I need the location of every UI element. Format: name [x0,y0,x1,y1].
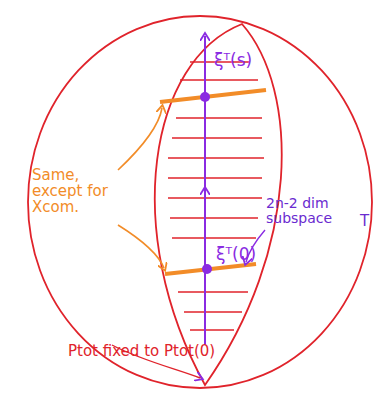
trajectory [204,36,206,345]
hatching [168,62,264,330]
note-label: Same, except for Xcom. [32,168,108,215]
leader-top [118,108,162,170]
constraint-label: Ptot fixed to Ptot(0) [68,344,215,360]
point-0 [202,264,212,274]
leader-bottom [118,225,164,268]
cut-label: T [360,214,369,230]
subspace-label: 2n-2 dim subspace [266,196,354,225]
subspace-top [160,90,266,102]
constraint-surface [155,24,282,385]
subspace-bottom [165,264,256,274]
point-s [200,92,210,102]
state-label: ξᵀ(0) [216,246,256,264]
phase-space-circle [28,16,372,388]
state-label: ξᵀ(s) [214,52,252,70]
trajectory-arrow [204,190,206,230]
